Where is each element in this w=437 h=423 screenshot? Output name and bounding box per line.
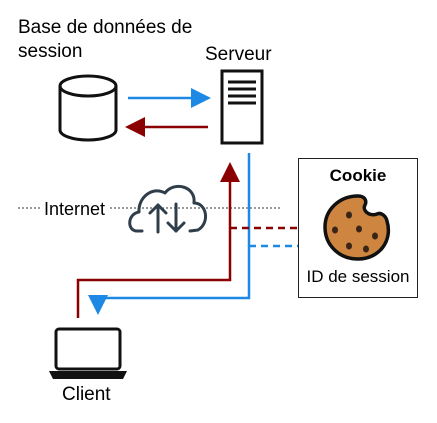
server-label: Serveur (205, 44, 272, 65)
database-label: Base de données de session (18, 17, 193, 62)
cloud-upload-download-icon (128, 184, 207, 234)
cookie-caption: ID de session (306, 267, 410, 286)
cookie-title: Cookie (329, 166, 387, 185)
database-icon (58, 74, 118, 142)
cookie-panel: Cookie ID de session (298, 158, 418, 298)
internet-label: Internet (41, 197, 109, 221)
server-to-client-arrow (88, 153, 251, 315)
laptop-icon (49, 327, 127, 379)
client-label: Client (62, 384, 111, 405)
server-icon (220, 69, 264, 145)
client-to-server-arrow (76, 162, 240, 318)
cookie-icon (323, 194, 391, 261)
